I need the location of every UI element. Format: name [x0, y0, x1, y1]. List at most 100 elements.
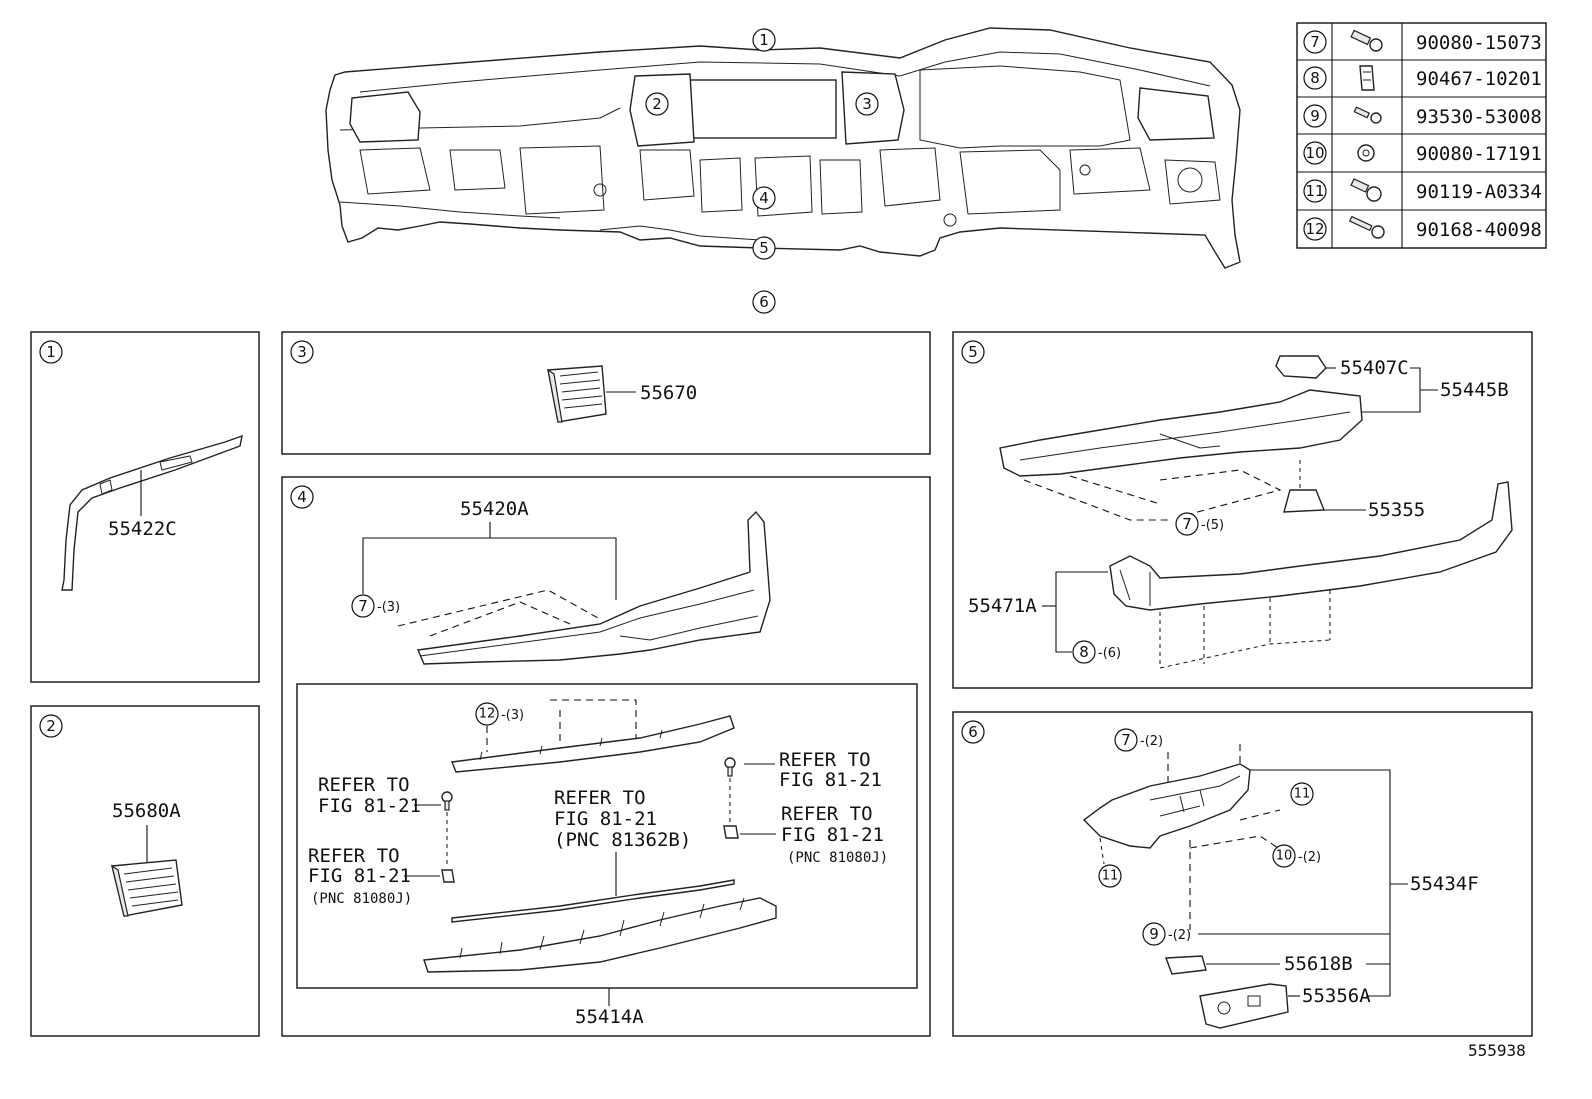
svg-text:REFER TO: REFER TO: [781, 803, 873, 825]
svg-text:FIG 81-21: FIG 81-21: [779, 769, 882, 791]
svg-text:11: 11: [1102, 869, 1119, 884]
callout-2: 2: [645, 92, 669, 116]
svg-text:7: 7: [1182, 515, 1192, 533]
svg-text:-(5): -(5): [1201, 518, 1224, 533]
svg-text:55422C: 55422C: [108, 518, 177, 540]
clip-icon: [1359, 65, 1375, 91]
svg-text:55407C: 55407C: [1340, 357, 1409, 379]
svg-text:-(6): -(6): [1098, 646, 1121, 661]
side-trim-part: [61, 434, 243, 591]
svg-text:REFER TO: REFER TO: [308, 845, 400, 867]
svg-text:7: 7: [1310, 33, 1320, 51]
svg-text:12: 12: [479, 707, 496, 722]
svg-text:FIG 81-21: FIG 81-21: [308, 865, 411, 887]
svg-text:93530-53008: 93530-53008: [1416, 106, 1542, 128]
svg-text:6: 6: [759, 293, 769, 311]
svg-text:7: 7: [1121, 731, 1131, 749]
svg-text:90080-15073: 90080-15073: [1416, 32, 1542, 54]
svg-text:55471A: 55471A: [968, 595, 1037, 617]
svg-text:-(3): -(3): [501, 708, 524, 723]
air-vent-part: [547, 365, 607, 423]
svg-text:55414A: 55414A: [575, 1006, 644, 1028]
svg-text:3: 3: [297, 343, 307, 361]
svg-text:90168-40098: 90168-40098: [1416, 219, 1542, 241]
svg-text:(PNC 81080J): (PNC 81080J): [787, 850, 888, 866]
panel-1: 1 55422C: [30, 331, 260, 683]
svg-text:4: 4: [297, 488, 307, 506]
callout-5: 5: [752, 236, 776, 260]
table-row: 11 90119-A0334: [1303, 178, 1542, 203]
fastener-parts-table: 7 90080-15073 8 90467-10201 9: [1296, 22, 1547, 249]
svg-text:55356A: 55356A: [1302, 985, 1371, 1007]
svg-text:-(2): -(2): [1298, 850, 1321, 865]
screw-icon: [724, 757, 736, 777]
svg-text:9: 9: [1149, 925, 1159, 943]
nut-icon: [1357, 144, 1375, 162]
trim-cap-part: [1283, 489, 1326, 513]
svg-text:3: 3: [862, 95, 872, 113]
svg-text:11: 11: [1305, 182, 1324, 200]
lower-garnish-part: [423, 897, 777, 973]
callout-1: 1: [752, 28, 776, 52]
diagram-number: 555938: [1468, 1041, 1526, 1060]
bolt-icon: [1350, 29, 1383, 52]
svg-text:11: 11: [1294, 787, 1311, 802]
clip-icon: [723, 825, 739, 839]
panel-6: 6 7 -(2) 11 10 -(2) 11 9 -(2) 55434F 556…: [952, 711, 1533, 1037]
svg-text:8: 8: [1310, 69, 1320, 87]
svg-text:55355: 55355: [1368, 499, 1425, 521]
instrument-panel-assembly: [325, 27, 1241, 269]
svg-text:10: 10: [1276, 849, 1293, 864]
svg-text:55618B: 55618B: [1284, 953, 1353, 975]
screw-icon: [441, 791, 453, 811]
svg-text:FIG 81-21: FIG 81-21: [318, 795, 421, 817]
long-screw-icon: [1348, 215, 1385, 239]
flange-bolt-icon: [1350, 178, 1382, 202]
table-row: 12 90168-40098: [1303, 215, 1542, 241]
svg-text:REFER TO: REFER TO: [554, 787, 646, 809]
lower-cover-part: [1082, 763, 1251, 849]
air-vent-part: [111, 859, 183, 917]
panel-3: 3 55670: [281, 331, 931, 455]
panel-4: 4 55420A 7 -(3) 12 -(3) REFER TO FIG 81-…: [281, 476, 931, 1037]
svg-text:1: 1: [46, 343, 56, 361]
svg-text:90467-10201: 90467-10201: [1416, 68, 1542, 90]
panel-5: 5 55407C 55445B 7 -(5) 55355 55: [952, 331, 1533, 689]
svg-text:9: 9: [1310, 107, 1320, 125]
svg-text:90080-17191: 90080-17191: [1416, 143, 1542, 165]
table-row: 8 90467-10201: [1303, 65, 1542, 91]
callout-4: 4: [752, 186, 776, 210]
switch-part: [1165, 955, 1207, 975]
svg-text:10: 10: [1305, 144, 1324, 162]
svg-text:2: 2: [652, 95, 662, 113]
svg-text:FIG 81-21: FIG 81-21: [554, 808, 657, 830]
svg-text:5: 5: [759, 239, 769, 257]
svg-text:-(3): -(3): [377, 600, 400, 615]
table-row: 10 90080-17191: [1303, 141, 1542, 165]
garnish-part: [416, 510, 771, 665]
svg-text:REFER TO: REFER TO: [779, 749, 871, 771]
table-row: 7 90080-15073: [1303, 29, 1542, 54]
knob-cap-part: [1275, 355, 1327, 379]
table-row: 9 93530-53008: [1303, 104, 1542, 128]
svg-text:12: 12: [1305, 220, 1324, 238]
svg-text:6: 6: [968, 723, 978, 741]
console-lower-part: [1109, 481, 1513, 611]
svg-text:FIG 81-21: FIG 81-21: [781, 824, 884, 846]
svg-text:55670: 55670: [640, 382, 697, 404]
svg-text:2: 2: [46, 717, 56, 735]
svg-text:8: 8: [1079, 643, 1089, 661]
svg-text:-(2): -(2): [1140, 734, 1163, 749]
svg-text:90119-A0334: 90119-A0334: [1416, 181, 1542, 203]
svg-text:1: 1: [759, 31, 769, 49]
callout-6: 6: [752, 290, 776, 314]
svg-text:-(2): -(2): [1168, 928, 1191, 943]
switch-bezel-part: [1199, 983, 1289, 1029]
svg-text:55434F: 55434F: [1410, 873, 1479, 895]
console-upper-part: [999, 389, 1363, 477]
reinforcement-bracket-part: [451, 715, 735, 773]
svg-text:5: 5: [968, 343, 978, 361]
callout-3: 3: [855, 92, 879, 116]
svg-text:7: 7: [358, 597, 368, 615]
